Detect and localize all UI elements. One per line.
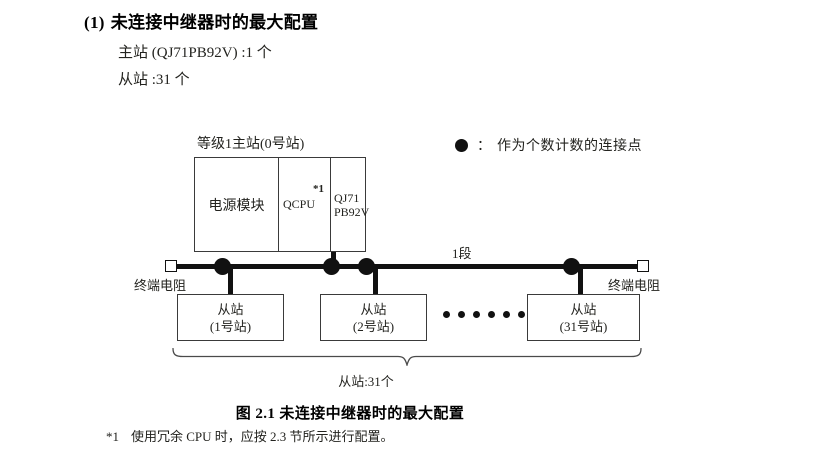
connection-dot [358,258,375,275]
power-module-label: 电源模块 [208,198,265,214]
ellipsis-dots [443,311,525,318]
connection-dot [323,258,340,275]
slave-drop-line [373,266,378,295]
slave-drop-line [228,266,233,295]
slave-title: 从站 [570,301,597,317]
slave-drop-line [578,266,583,295]
slave-station-box: 从站 (1号站) [177,294,284,341]
slave-title: 从站 [217,301,244,317]
ellipsis-dot [503,311,510,318]
ellipsis-dot [458,311,465,318]
spec-line-master: 主站 (QJ71PB92V) :1 个 [118,45,272,61]
slave-station-number: (1号站) [209,318,252,334]
filled-circle-icon [455,138,468,152]
terminator-label-left: 终端电阻 [134,278,187,293]
section-heading: (1) 未连接中继器时的最大配置 [84,8,318,33]
connection-dot [563,258,580,275]
footnote: *1 使用冗余 CPU 时，应按 2.3 节所示进行配置。 [106,426,394,445]
ellipsis-dot [443,311,450,318]
power-module-cell: 电源模块 [195,158,279,251]
terminator-label-right: 终端电阻 [608,278,661,293]
slave-count-brace [172,348,642,366]
ellipsis-dot [518,311,525,318]
footnote-marker-1: *1 [313,183,324,195]
qcpu-label: QCPU [283,197,316,211]
ellipsis-dot [488,311,495,318]
terminator-square-right-icon [637,260,649,272]
connection-dot [214,258,231,275]
bus-trunk-line [172,264,642,269]
terminator-square-left-icon [165,260,177,272]
footnote-mark: *1 [106,429,119,444]
section-title-text: 未连接中继器时的最大配置 [110,13,319,32]
slave-station-box: 从站 (2号站) [320,294,427,341]
slave-station-number: (2号站) [352,318,395,334]
segment-label: 1段 [452,246,472,261]
slave-count-label: 从站:31个 [338,374,394,389]
slave-station-box: 从站 (31号站) [527,294,640,341]
qcpu-cell: QCPU [279,158,331,251]
ellipsis-dot [473,311,480,318]
figure-caption: 图 2.1 未连接中继器时的最大配置 [235,406,465,422]
master-station-label: 等级1主站(0号站) [197,137,305,152]
legend-label: 作为个数计数的连接点 [497,139,642,154]
legend: ： 作为个数计数的连接点 [455,135,642,155]
network-module-line2: PB92V [334,204,370,219]
network-module-line1: QJ71 [334,190,360,205]
footnote-text: 使用冗余 CPU 时，应按 2.3 节所示进行配置。 [131,429,394,444]
slave-station-number: (31号站) [559,318,608,334]
legend-separator: ： [477,139,491,154]
slave-title: 从站 [360,301,387,317]
brace-icon [172,348,642,366]
section-number: (1) [84,13,105,32]
spec-line-slave: 从站 :31 个 [118,72,190,88]
